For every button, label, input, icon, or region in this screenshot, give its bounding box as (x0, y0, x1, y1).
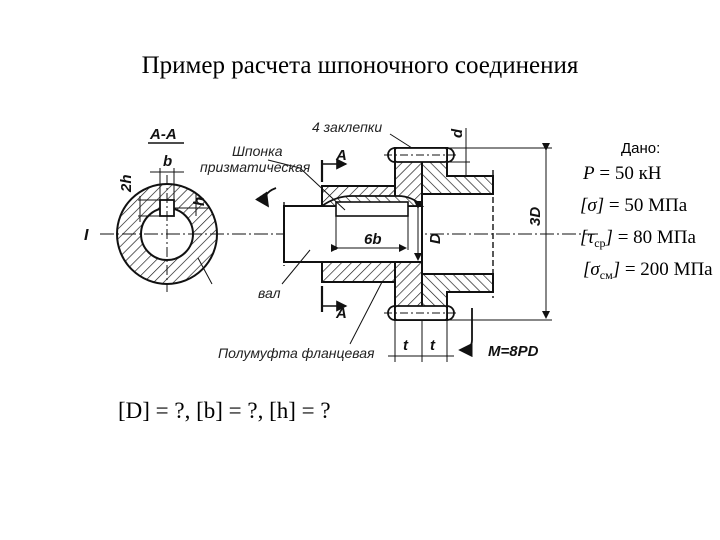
dim-D-label: D (427, 233, 444, 244)
rivets-label: 4 заклепки (312, 119, 382, 135)
formula-sigma-value: = 50 (608, 195, 644, 216)
formula-tau-value: = 80 (617, 227, 653, 248)
given-label: Дано: (621, 140, 661, 157)
formula-sigma-bearing-subscript: см (599, 268, 613, 282)
dim-h-label: h (191, 197, 208, 206)
formula-force-unit: кН (638, 163, 662, 184)
shaft-leader-long (281, 249, 311, 285)
dim-t-label-2: t (430, 337, 436, 354)
cross-section: А-А b 2h h I (84, 126, 600, 292)
dim-6b-label: 6b (364, 231, 382, 248)
dim-2h-label: 2h (118, 174, 135, 193)
formula-tau-subscript: ср (594, 236, 606, 250)
longitudinal-section: 6b D 3D d t t A A (200, 119, 552, 362)
flange-label: Полумуфта фланцевая (218, 345, 375, 361)
formula-force: P = 50 кН (583, 163, 662, 185)
shaft-label: вал (258, 285, 281, 301)
formula-sigma: [σ] = 50 МПа (580, 195, 687, 217)
key-leader-2 (299, 167, 346, 211)
formula-tau-unit: МПа (656, 227, 696, 248)
formula-sigma-bearing-symbol-end: ] (612, 259, 621, 280)
hub-bottom (321, 261, 396, 283)
torque-arrow-left (255, 187, 277, 208)
formula-sigma-unit: МПа (648, 195, 688, 216)
formula-tau-symbol-end: ] (605, 227, 613, 248)
dim-3D-label: 3D (527, 207, 544, 226)
moment-label: M=8PD (488, 343, 539, 360)
flange-leader (349, 281, 383, 345)
formula-sigma-bearing-symbol: [σ (583, 259, 600, 280)
formula-force-value: = 50 (599, 163, 634, 184)
page-title: Пример расчета шпоночного соединения (141, 52, 579, 79)
axis-mark: I (84, 227, 89, 244)
formula-tau-symbol: [τ (580, 227, 595, 248)
unknowns-formula: [D] = ?, [b] = ?, [h] = ? (118, 398, 331, 423)
key-label-1: Шпонка (232, 143, 283, 159)
rivets-leader (389, 133, 413, 149)
formula-sigma-symbol: [σ] (580, 195, 605, 216)
dim-d-label: d (449, 128, 466, 138)
cut-mark-bottom: A (335, 305, 347, 322)
key-label-2: призматическая (200, 159, 311, 175)
dim-t-label-1: t (403, 337, 409, 354)
shaft-leader (197, 257, 213, 285)
formula-sigma-bearing-value: = 200 (624, 259, 669, 280)
dim-b-label: b (163, 153, 172, 170)
formula-sigma-bearing: [σсм] = 200 МПа (583, 259, 713, 283)
torque-arrow-right (458, 308, 473, 358)
formula-force-symbol: P (583, 163, 595, 184)
cut-mark-top: A (335, 147, 347, 164)
formula-tau: [τср] = 80 МПа (580, 227, 696, 251)
key-leader-1 (267, 159, 301, 169)
key-body (335, 201, 409, 217)
section-title: А-А (149, 126, 177, 143)
formula-sigma-bearing-unit: МПа (673, 259, 713, 280)
